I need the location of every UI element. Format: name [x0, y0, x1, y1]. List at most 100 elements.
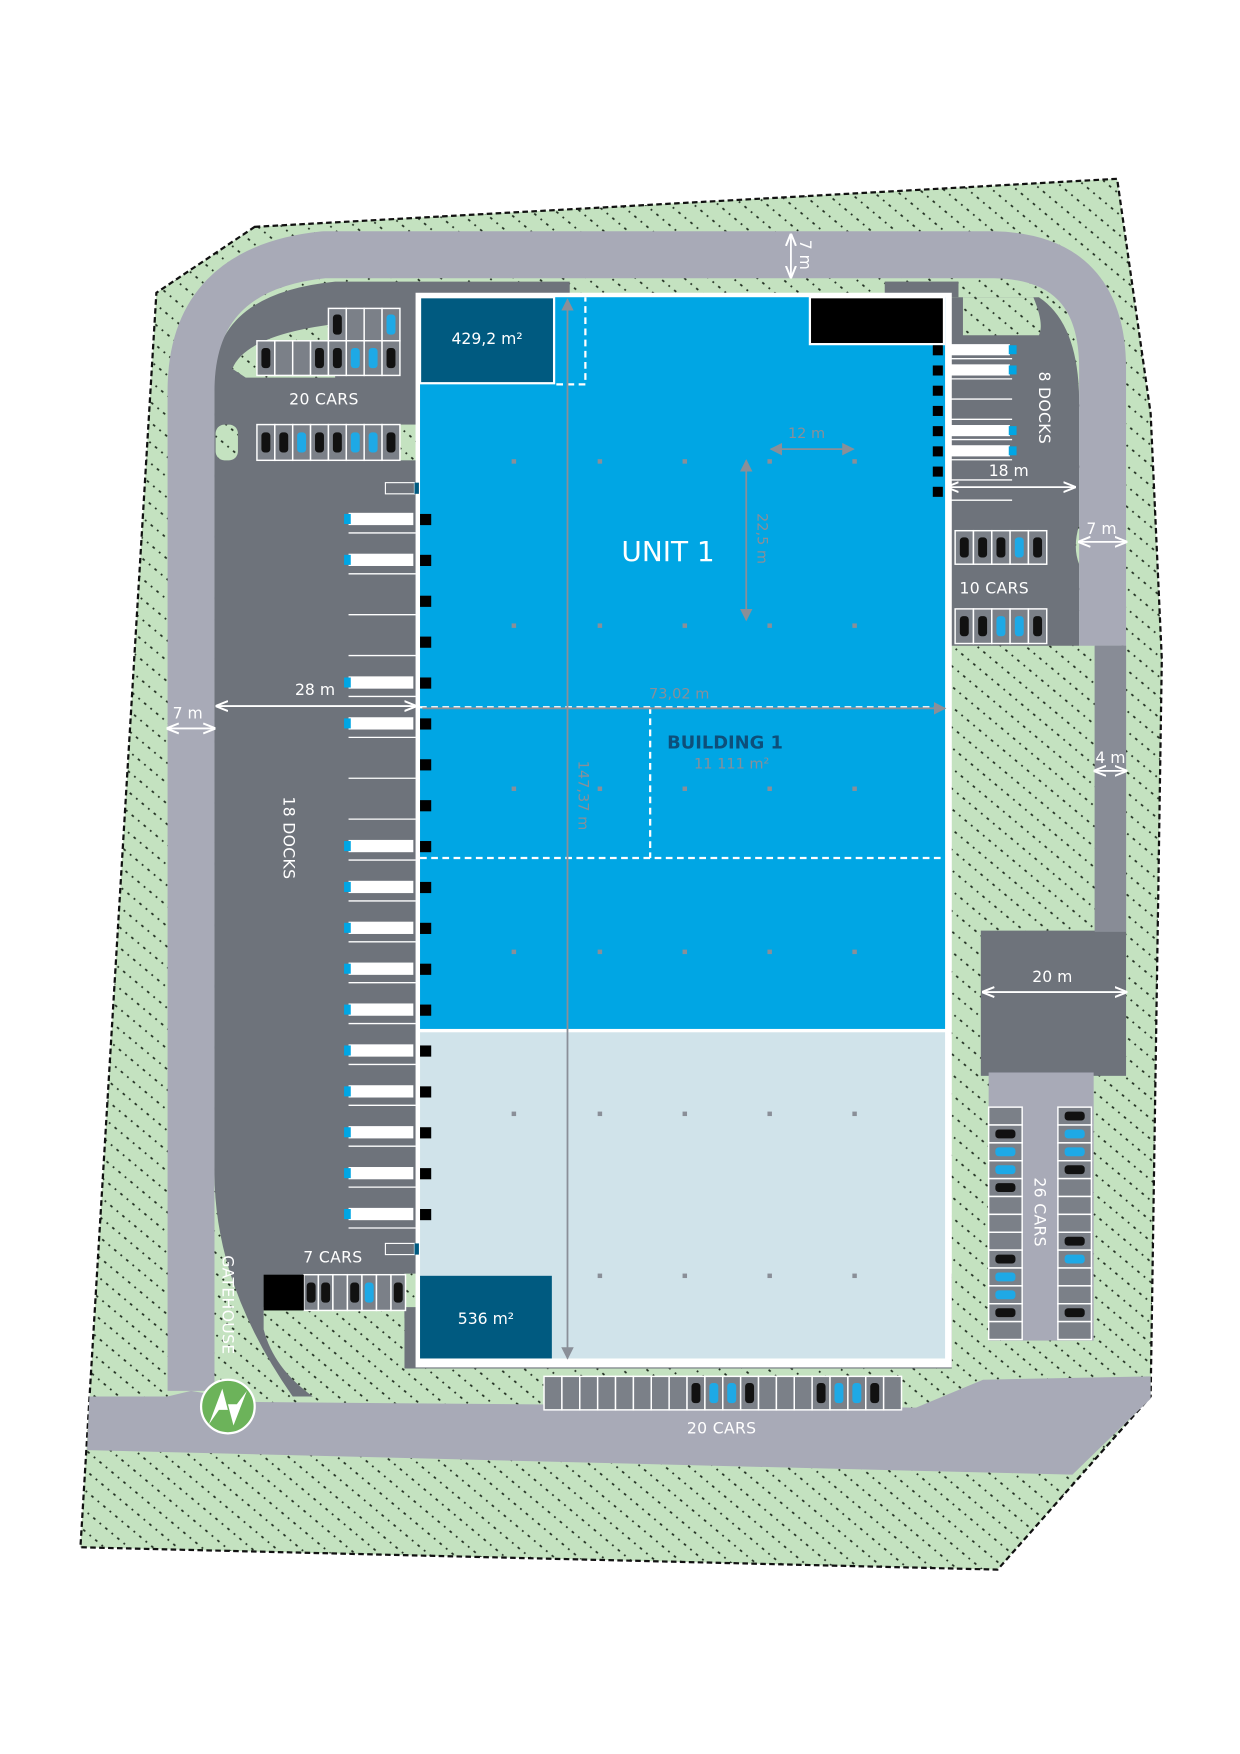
car-icon — [995, 1165, 1016, 1175]
truck-cab — [344, 1209, 351, 1220]
parking-space[interactable] — [614, 1375, 635, 1411]
av-logo-icon — [199, 1378, 256, 1435]
parking-space[interactable] — [882, 1375, 903, 1411]
parking-space[interactable] — [274, 340, 294, 377]
dock-door[interactable] — [932, 486, 943, 497]
truck-cab — [344, 554, 351, 565]
car-icon — [995, 1129, 1016, 1139]
trailer — [348, 676, 414, 689]
parking-space[interactable] — [1057, 1177, 1093, 1198]
dock-door[interactable] — [420, 759, 432, 771]
parking-space[interactable] — [1057, 1285, 1093, 1305]
truck-cab — [344, 1168, 351, 1179]
trailer — [348, 1003, 414, 1016]
parking-right-label: 10 CARS — [959, 578, 1029, 597]
trailer — [348, 1085, 414, 1098]
dock-door[interactable] — [420, 1168, 432, 1180]
office-bottom[interactable] — [420, 1275, 552, 1359]
car-icon — [995, 1147, 1016, 1157]
parking-space[interactable] — [543, 1375, 563, 1411]
dock-door[interactable] — [420, 718, 432, 730]
dock-door[interactable] — [420, 1209, 432, 1221]
parking-space[interactable] — [987, 1213, 1023, 1233]
car-icon — [332, 432, 342, 453]
column-marker — [852, 786, 857, 791]
dock-door[interactable] — [420, 636, 432, 648]
column-marker — [767, 459, 772, 464]
parking-space[interactable] — [987, 1195, 1023, 1216]
truck-cab — [1008, 446, 1017, 456]
unit-1[interactable] — [420, 297, 946, 1029]
building-label: BUILDING 1 — [667, 733, 783, 754]
column-marker — [682, 786, 688, 791]
car-icon — [364, 1282, 374, 1303]
column-marker — [852, 459, 857, 464]
dock-door[interactable] — [932, 345, 943, 356]
trailer — [348, 921, 414, 934]
car-icon — [995, 1290, 1016, 1300]
parking-space[interactable] — [1057, 1195, 1093, 1216]
car-icon — [315, 432, 324, 453]
dock-door[interactable] — [420, 963, 432, 975]
dock-door[interactable] — [420, 800, 432, 812]
dock-door[interactable] — [420, 922, 432, 934]
parking-space[interactable] — [793, 1375, 813, 1411]
dock-door[interactable] — [932, 405, 943, 416]
parking-space[interactable] — [775, 1375, 795, 1411]
parking-space[interactable] — [987, 1106, 1023, 1126]
parking-space[interactable] — [650, 1375, 670, 1411]
parking-space[interactable] — [375, 1273, 392, 1312]
dock-door[interactable] — [420, 881, 432, 894]
parking-space[interactable] — [596, 1375, 617, 1411]
column-marker — [597, 786, 603, 791]
trailer — [348, 1207, 414, 1221]
parking-space[interactable] — [987, 1320, 1023, 1341]
truck-cab — [344, 1086, 351, 1097]
parking — [256, 307, 1093, 1411]
truck-cab — [344, 922, 351, 933]
car-icon — [996, 616, 1006, 637]
parking-space[interactable] — [668, 1375, 688, 1411]
parking-space[interactable] — [561, 1375, 581, 1411]
column-marker — [597, 1111, 603, 1117]
trailer — [949, 344, 1010, 356]
car-icon — [995, 1272, 1016, 1282]
parking-space[interactable] — [987, 1231, 1023, 1251]
parking-space[interactable] — [757, 1375, 778, 1411]
dock-door[interactable] — [932, 385, 943, 396]
dock-door[interactable] — [420, 1086, 432, 1098]
parking-space[interactable] — [1057, 1320, 1093, 1341]
dock-door[interactable] — [420, 841, 432, 853]
column-marker — [767, 949, 772, 955]
dock-door[interactable] — [932, 426, 943, 437]
dock-door[interactable] — [420, 513, 432, 526]
parking-space[interactable] — [345, 307, 365, 342]
car-icon — [297, 432, 307, 453]
dock-door[interactable] — [420, 1045, 432, 1057]
trailer — [348, 512, 414, 526]
dock-door[interactable] — [932, 466, 943, 477]
parking-space[interactable] — [632, 1375, 653, 1411]
docks — [344, 344, 1017, 1256]
parking-space[interactable] — [579, 1375, 599, 1411]
parking-space[interactable] — [1057, 1213, 1093, 1233]
car-icon — [1064, 1236, 1085, 1246]
car-icon — [386, 314, 396, 335]
docks-right-label: 8 DOCKS — [1035, 371, 1054, 444]
truck-cab — [344, 718, 351, 729]
car-icon — [995, 1254, 1016, 1264]
dock-door[interactable] — [420, 677, 432, 689]
dock-door[interactable] — [420, 1127, 432, 1139]
parking-space[interactable] — [332, 1273, 349, 1312]
parking-space[interactable] — [1057, 1267, 1093, 1287]
dock-door[interactable] — [932, 365, 943, 376]
dock-door[interactable] — [420, 554, 432, 566]
parking-space[interactable] — [363, 307, 383, 342]
dock-door[interactable] — [420, 595, 432, 607]
car-icon — [870, 1383, 880, 1404]
dock-door[interactable] — [932, 446, 943, 457]
dock-door[interactable] — [420, 1004, 432, 1016]
office-top[interactable] — [418, 296, 556, 385]
parking-space[interactable] — [291, 340, 312, 377]
car-icon — [368, 432, 378, 453]
